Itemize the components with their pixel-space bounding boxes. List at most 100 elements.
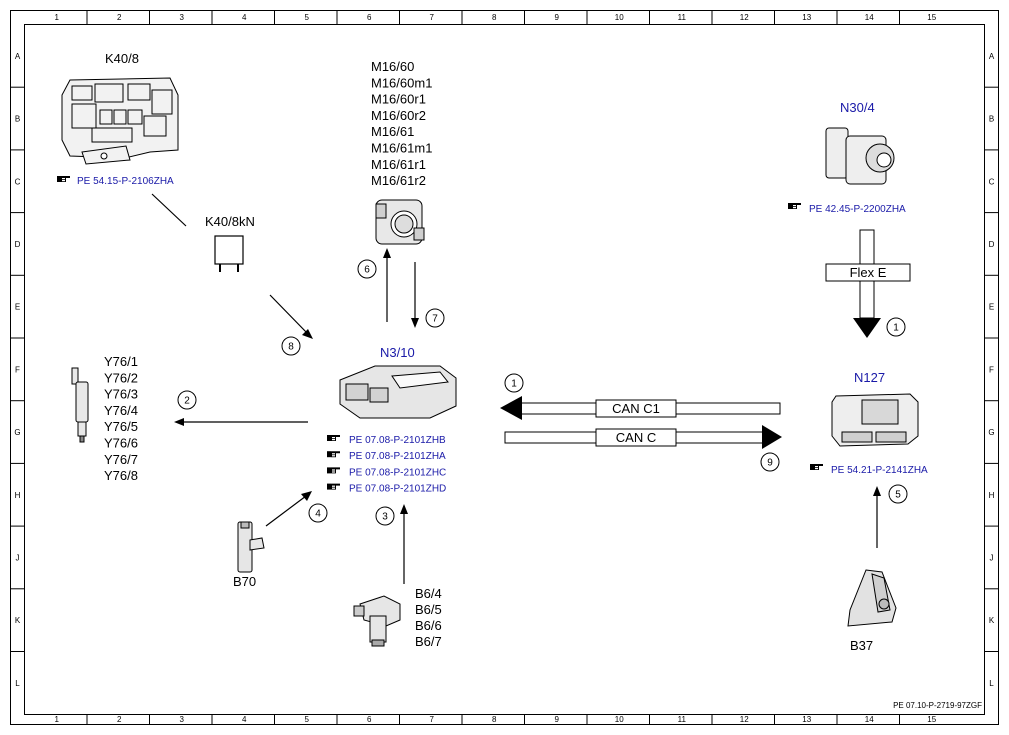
marker-number: 8 — [288, 342, 294, 353]
y76-label: Y76/4 — [104, 403, 138, 418]
grid-col-label: 13 — [802, 715, 811, 724]
marker-number: 5 — [895, 490, 901, 501]
marker-circle: 7 — [425, 308, 445, 328]
grid-col-label: 8 — [492, 715, 497, 724]
b6-label: B6/5 — [415, 602, 442, 617]
marker-number: 3 — [382, 512, 388, 523]
y76-label: Y76/1 — [104, 354, 138, 369]
marker-number: 6 — [364, 265, 370, 276]
grid-row-label: J — [16, 553, 20, 562]
can-c-label: CAN C — [616, 430, 656, 445]
grid-col-label: 10 — [615, 13, 624, 22]
k40-8kn-label: K40/8kN — [205, 214, 255, 229]
marker-number: 7 — [432, 314, 438, 325]
y76-label: Y76/2 — [104, 370, 138, 385]
n30-4-label: N30/4 — [840, 100, 875, 115]
b6-camshaft-sensors: B6/4B6/5B6/6B6/7 — [353, 586, 442, 649]
grid-col-label: 4 — [242, 715, 247, 724]
grid-row-label: G — [14, 428, 20, 437]
marker-circle: 3 — [375, 506, 395, 526]
hand-pointer-icon — [327, 435, 340, 441]
grid-col-label: 3 — [180, 13, 185, 22]
marker-number: 2 — [184, 396, 190, 407]
can-c1-label: CAN C1 — [612, 401, 660, 416]
grid-col-label: 1 — [55, 715, 60, 724]
b6-label: B6/6 — [415, 618, 442, 633]
n30-4-esp-module: N30/4 PE 42.45-P-2200ZHA — [788, 100, 906, 215]
n30-4-ref-link[interactable]: PE 42.45-P-2200ZHA — [809, 204, 906, 215]
grid-col-label: 8 — [492, 13, 497, 22]
grid-row-label: L — [989, 679, 994, 688]
grid-col-label: 4 — [242, 13, 247, 22]
n127-ref-link[interactable]: PE 54.21-P-2141ZHA — [831, 465, 928, 476]
n127-label: N127 — [854, 370, 885, 385]
grid-col-label: 2 — [117, 13, 122, 22]
y76-label: Y76/7 — [104, 452, 138, 467]
grid-col-label: 11 — [678, 715, 687, 724]
marker-circle: 1 — [886, 317, 906, 337]
grid-row-label: C — [989, 177, 995, 186]
m16-label: M16/61m1 — [371, 141, 432, 156]
grid-row-label: H — [989, 491, 995, 500]
m16-label: M16/61r2 — [371, 173, 426, 188]
grid-row-label: K — [989, 616, 995, 625]
hand-pointer-icon — [327, 451, 340, 458]
drawing-code: PE 07.10-P-2719-97ZGF — [893, 701, 982, 710]
k40-8-fuse-module: K40/8 PE 54.15-P-2106ZHA — [57, 51, 187, 227]
b37-label: B37 — [850, 638, 873, 653]
grid-col-label: 15 — [927, 13, 936, 22]
m16-label: M16/61r1 — [371, 157, 426, 172]
m16-label: M16/60m1 — [371, 75, 432, 90]
grid-col-label: 11 — [678, 13, 687, 22]
grid-col-label: 12 — [740, 13, 749, 22]
k40-8-label: K40/8 — [105, 51, 139, 66]
grid-col-label: 7 — [430, 13, 435, 22]
grid-row-label: F — [15, 365, 20, 374]
marker-circle: 5 — [888, 484, 908, 504]
n3-10-ref-link[interactable]: PE 07.08-P-2101ZHD — [349, 484, 446, 495]
n3-10-label: N3/10 — [380, 345, 415, 360]
flex-e-label: Flex E — [850, 265, 887, 280]
y76-label: Y76/3 — [104, 387, 138, 402]
marker-number: 9 — [767, 458, 773, 469]
grid-col-label: 3 — [180, 715, 185, 724]
grid-col-label: 7 — [430, 715, 435, 724]
grid-col-label: 15 — [927, 715, 936, 724]
k40-8-ref-link[interactable]: PE 54.15-P-2106ZHA — [77, 176, 174, 187]
can-c-signal: CAN C — [504, 425, 782, 449]
grid-row-label: J — [990, 553, 994, 562]
grid-row-label: F — [989, 365, 994, 374]
grid-col-label: 14 — [865, 715, 874, 724]
grid-col-label: 1 — [55, 13, 60, 22]
n3-10-ref-link[interactable]: PE 07.08-P-2101ZHB — [349, 435, 446, 446]
grid-row-label: B — [15, 115, 20, 124]
grid-col-label: 12 — [740, 715, 749, 724]
b70-label: B70 — [233, 574, 256, 589]
circled-markers: 1 2 3 4 5 6 7 8 9 1 — [177, 259, 908, 526]
b6-label: B6/4 — [415, 586, 442, 601]
grid-col-label: 6 — [367, 13, 372, 22]
n3-10-ref-link[interactable]: PE 07.08-P-2101ZHC — [349, 467, 446, 478]
n3-10-ref-link[interactable]: PE 07.08-P-2101ZHA — [349, 451, 446, 462]
grid-col-label: 13 — [802, 13, 811, 22]
grid-row-label: H — [15, 491, 21, 500]
y76-label: Y76/5 — [104, 419, 138, 434]
grid-col-label: 10 — [615, 715, 624, 724]
b6-label: B6/7 — [415, 634, 442, 649]
grid-col-label: 9 — [555, 13, 560, 22]
hand-pointer-icon — [327, 483, 340, 490]
grid-row-label: D — [989, 240, 995, 249]
marker-number: 1 — [511, 379, 517, 390]
grid-row-label: D — [15, 240, 21, 249]
grid-col-label: 9 — [555, 715, 560, 724]
marker-circle: 9 — [760, 452, 780, 472]
marker-circle: 4 — [308, 503, 328, 523]
grid-row-label: E — [15, 303, 20, 312]
y76-label: Y76/8 — [104, 468, 138, 483]
m16-throttle-actuator: M16/60M16/60m1M16/60r1M16/60r2M16/61M16/… — [371, 59, 432, 245]
grid-row-label: A — [989, 52, 995, 61]
grid-col-label: 6 — [367, 715, 372, 724]
grid-col-label: 5 — [305, 13, 310, 22]
